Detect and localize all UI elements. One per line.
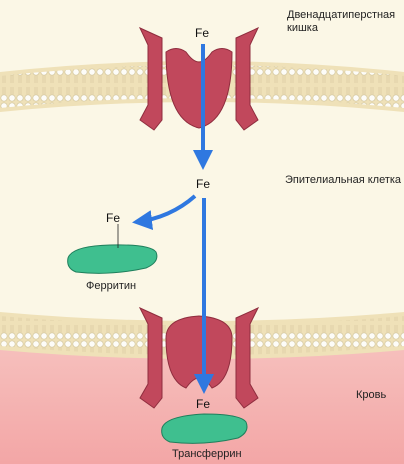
basolateral-iron-transporter (138, 306, 260, 409)
blood-region (0, 345, 404, 464)
label-blood: Кровь (356, 389, 386, 401)
label-epithelial-cell: Эпителиальная клетка (285, 174, 402, 186)
fe-label-lumen: Fe (195, 26, 209, 40)
label-duodenum-line1: Двенадцатиперстная (287, 9, 395, 21)
transferrin-protein (161, 413, 248, 444)
fe-label-ferritin: Fe (106, 211, 120, 225)
label-ferritin: Ферритин (86, 280, 136, 292)
apical-iron-transporter (138, 26, 260, 131)
fe-label-transferrin: Fe (196, 397, 210, 411)
ferritin-protein (67, 244, 158, 274)
label-duodenum-line2: кишка (287, 22, 319, 34)
arrow-cell-to-ferritin (132, 194, 197, 231)
fe-label-cell: Fe (196, 177, 210, 191)
label-duodenum: Двенадцатиперстная кишка (287, 9, 398, 34)
label-transferrin: Трансферрин (172, 448, 242, 460)
